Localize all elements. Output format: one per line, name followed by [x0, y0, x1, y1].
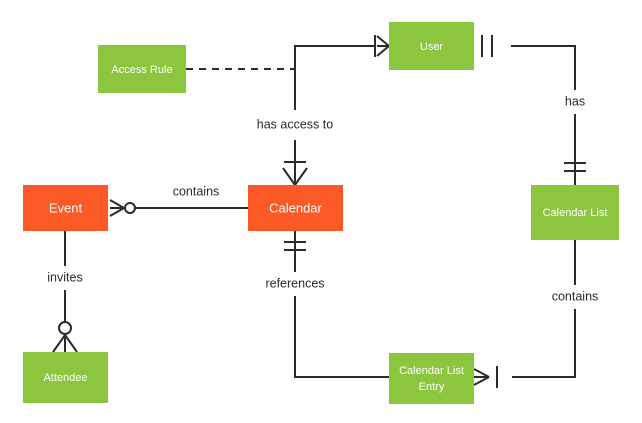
entity-user[interactable]: User [389, 22, 474, 70]
entity-label-attendee: Attendee [43, 372, 87, 384]
relationship-label-contains-event-calendar: contains [173, 184, 220, 198]
entity-access-rule[interactable]: Access Rule [98, 45, 186, 93]
connector-calendar-references-b [294, 296, 389, 378]
entity-calendar-list-entry[interactable]: Calendar List Entry [389, 353, 474, 404]
cardinality-user-one-or-many [374, 35, 390, 57]
cardinality-calendar-exactly-one [284, 241, 306, 251]
entity-label-access-rule: Access Rule [111, 64, 172, 76]
cardinality-attendee-zero-or-many [52, 321, 78, 353]
entity-label-calendar-list: Calendar List [543, 207, 608, 219]
connector-calendar-to-user [294, 45, 374, 110]
entity-label-calendar-list-entry-line2: Entry [419, 381, 445, 393]
entity-label-user: User [420, 41, 444, 53]
entity-event[interactable]: Event [23, 185, 108, 231]
cardinality-calendar-one-or-many [282, 161, 308, 186]
entity-label-calendar-list-entry-line1: Calendar List [399, 365, 464, 377]
relationship-label-has: has [565, 94, 585, 108]
relationship-label-references: references [265, 276, 324, 290]
entity-label-calendar: Calendar [269, 200, 322, 215]
relationship-label-contains-list-entry: contains [552, 289, 599, 303]
entity-calendar[interactable]: Calendar [248, 185, 343, 231]
cardinality-calendarlist-exactly-one [564, 162, 586, 172]
entity-label-event: Event [49, 200, 83, 215]
cardinality-user-exactly-one [481, 35, 493, 57]
relationship-label-invites: invites [47, 270, 82, 284]
connector-user-to-calendarlist-a [511, 45, 576, 90]
entity-calendar-list[interactable]: Calendar List [531, 185, 619, 240]
cardinality-event-zero-or-many [109, 199, 136, 217]
cardinality-calendarlistentry-one-or-many [473, 366, 498, 388]
relationship-label-has-access-to: has access to [257, 117, 333, 131]
connector-calendarlist-contains-b [512, 309, 576, 378]
entity-attendee[interactable]: Attendee [23, 352, 108, 403]
